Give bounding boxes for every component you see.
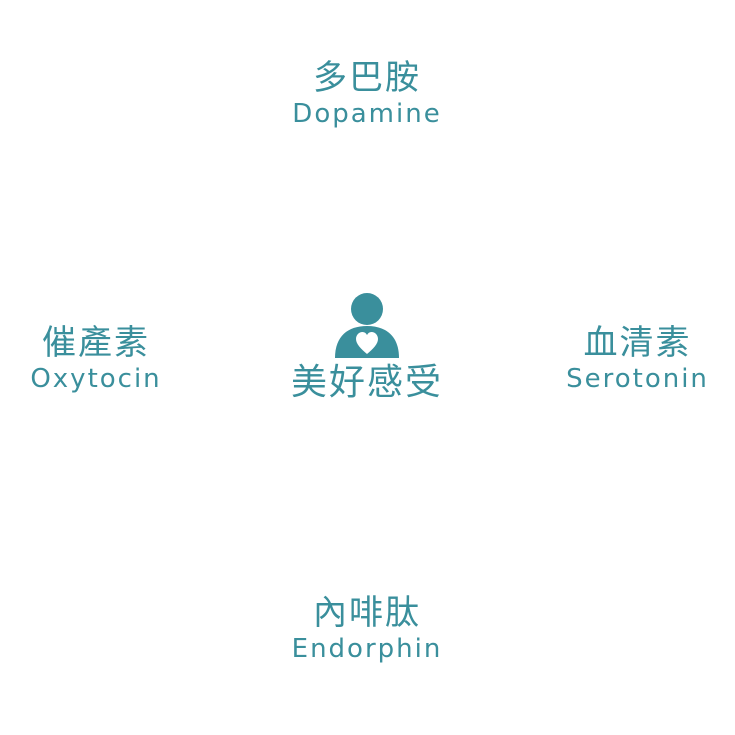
node-serotonin-en-label: Serotonin (566, 364, 709, 394)
node-dopamine-zh-label: 多巴胺 (313, 58, 421, 98)
node-dopamine: 多巴胺 Dopamine (217, 58, 517, 130)
node-oxytocin-en-label: Oxytocin (30, 364, 162, 394)
node-serotonin: 血清素 Serotonin (540, 323, 735, 395)
center-node: 美好感受 (267, 292, 467, 404)
node-endorphin-en-label: Endorphin (291, 634, 443, 664)
center-label: 美好感受 (290, 362, 443, 403)
person-with-heart-icon (335, 293, 399, 358)
node-oxytocin-zh-label: 催產素 (42, 323, 150, 363)
node-endorphin-zh-label: 內啡肽 (313, 593, 421, 633)
node-serotonin-zh-label: 血清素 (583, 323, 692, 363)
node-endorphin: 內啡肽 Endorphin (217, 593, 517, 665)
node-oxytocin: 催產素 Oxytocin (0, 323, 192, 395)
node-dopamine-en-label: Dopamine (292, 99, 442, 129)
